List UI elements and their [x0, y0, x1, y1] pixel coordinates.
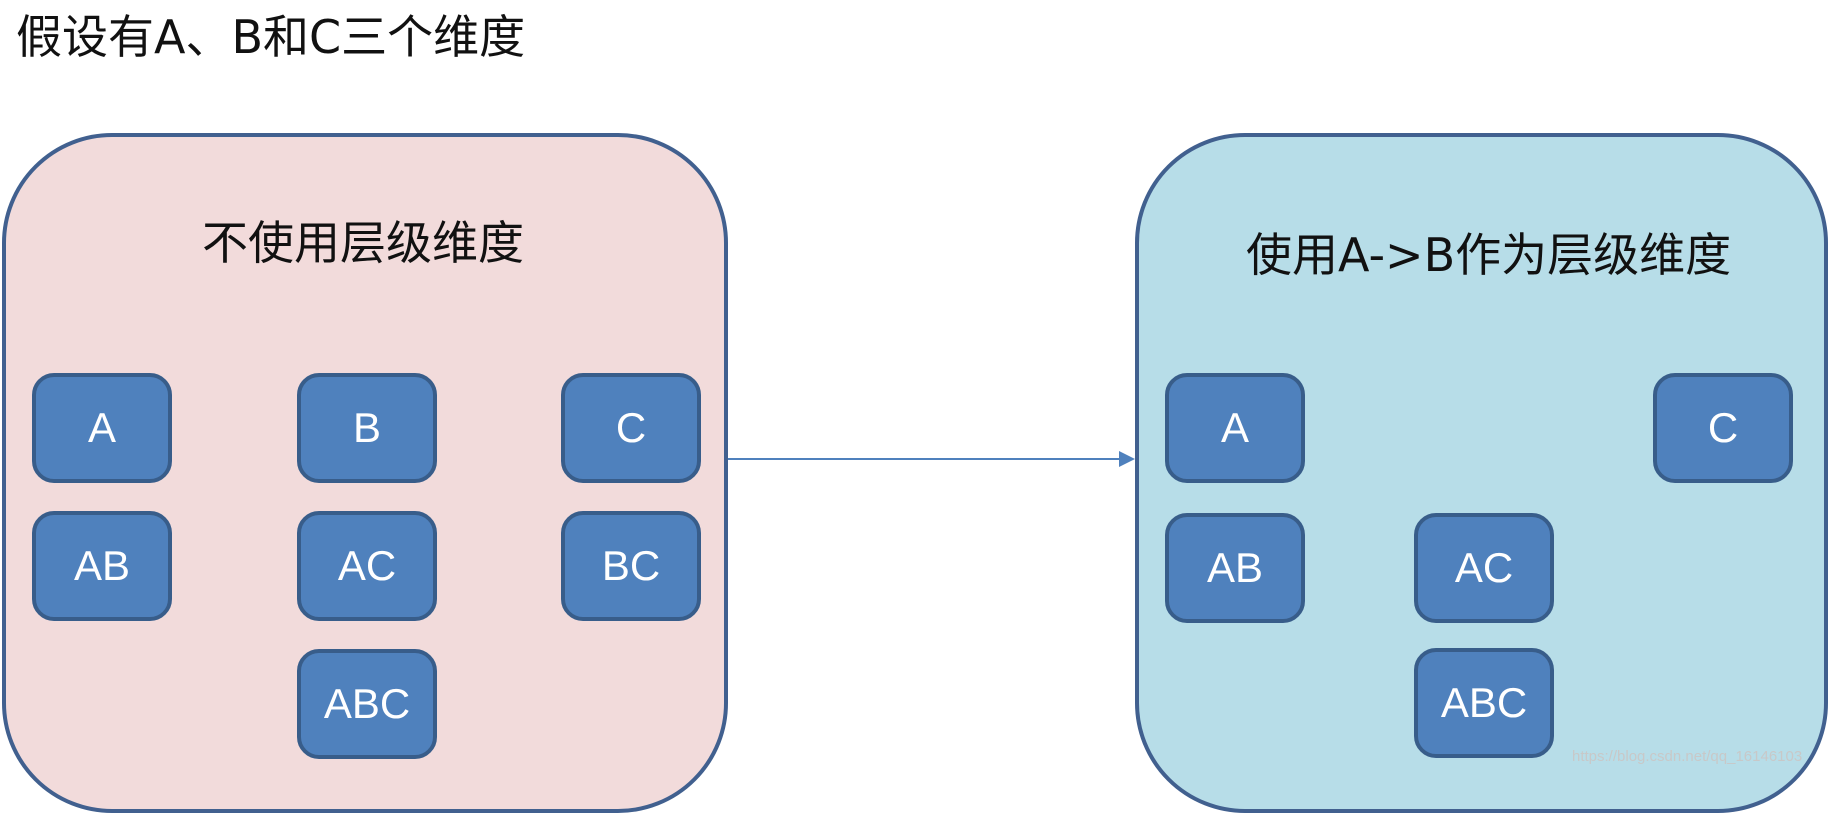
node-a: A	[1165, 373, 1305, 483]
panel-title-hierarchy: 使用A->B作为层级维度	[1246, 228, 1732, 282]
panel-title-no-hierarchy: 不使用层级维度	[202, 216, 524, 270]
node-c: C	[561, 373, 701, 483]
node-abc: ABC	[297, 649, 437, 759]
node-ac: AC	[297, 511, 437, 621]
node-a: A	[32, 373, 172, 483]
arrowhead	[1119, 451, 1135, 467]
node-bc: BC	[561, 511, 701, 621]
node-b: B	[297, 373, 437, 483]
node-ab: AB	[32, 511, 172, 621]
panel-hierarchy: 使用A->B作为层级维度 A AB AC ABC C	[1135, 133, 1828, 813]
node-abc: ABC	[1414, 648, 1554, 758]
watermark: https://blog.csdn.net/qq_16146103	[1572, 748, 1803, 765]
connector-arrow	[728, 451, 1135, 467]
diagram-heading: 假设有A、B和C三个维度	[16, 10, 526, 64]
node-c: C	[1653, 373, 1793, 483]
node-ac: AC	[1414, 513, 1554, 623]
panel-no-hierarchy: 不使用层级维度 A AB B AC ABC C BC	[2, 133, 728, 813]
node-ab: AB	[1165, 513, 1305, 623]
